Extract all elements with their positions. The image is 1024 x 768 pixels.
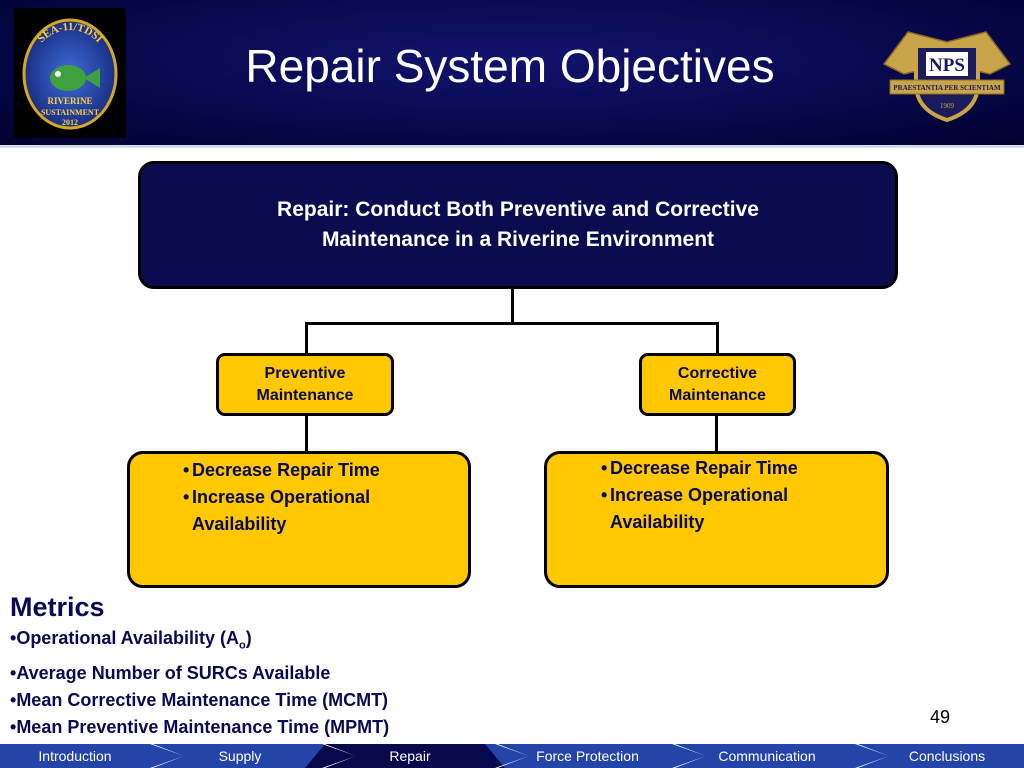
metrics-title: Metrics	[10, 592, 105, 622]
metrics-list: Operational Availability (Ao) Average Nu…	[10, 625, 389, 741]
connector-right-vertical	[716, 322, 719, 353]
nav-supply[interactable]: Supply	[218, 748, 262, 764]
metric-ao-text: Operational Availability (A	[16, 628, 240, 648]
sea-11-logo: SEA-11/TDSI RIVERINE SUSTAINMENT 2012	[14, 8, 126, 138]
logo-text-riverine: RIVERINE	[47, 96, 92, 106]
section-nav-bar: Introduction Supply Repair Force Protect…	[0, 744, 1024, 768]
nps-logo: NPS PRAESTANTIA PER SCIENTIAM 1909	[880, 24, 1014, 126]
preventive-maintenance-box: Preventive Maintenance	[216, 353, 394, 416]
goal-item: Increase Operational Availability	[601, 482, 849, 536]
nav-introduction[interactable]: Introduction	[38, 748, 112, 764]
preventive-label-line-2: Maintenance	[256, 386, 354, 404]
corrective-goals-list: Decrease Repair Time Increase Operationa…	[601, 455, 849, 536]
goal-item: Decrease Repair Time	[601, 455, 849, 482]
nav-active-highlight	[305, 744, 505, 768]
metric-item: Operational Availability (Ao)	[10, 625, 389, 660]
preventive-goals-list: Decrease Repair Time Increase Operationa…	[183, 457, 431, 538]
metrics-section: Metrics Operational Availability (Ao) Av…	[10, 589, 389, 741]
metric-ao-close: )	[245, 628, 252, 648]
page-title: Repair System Objectives	[245, 40, 775, 92]
corrective-maintenance-box: Corrective Maintenance	[639, 353, 796, 416]
repair-objective-line-2: Maintenance in a Riverine Environment	[321, 228, 715, 251]
nav-repair[interactable]: Repair	[389, 748, 431, 764]
nav-force-protection[interactable]: Force Protection	[536, 748, 639, 764]
corrective-label-line-2: Maintenance	[669, 386, 766, 404]
repair-objective-line-1: Repair: Conduct Both Preventive and Corr…	[277, 198, 759, 221]
preventive-label-line-1: Preventive	[264, 364, 346, 382]
goal-item: Decrease Repair Time	[183, 457, 431, 484]
metric-item: Mean Preventive Maintenance Time (MPMT)	[10, 714, 389, 741]
logo-text-sustainment: SUSTAINMENT	[41, 108, 100, 117]
metric-item: Mean Corrective Maintenance Time (MCMT)	[10, 687, 389, 714]
corrective-goals-box: Decrease Repair Time Increase Operationa…	[544, 451, 889, 588]
nps-logo-text: NPS	[929, 55, 965, 76]
nps-motto: PRAESTANTIA PER SCIENTIAM	[893, 84, 1001, 92]
preventive-goals-box: Decrease Repair Time Increase Operationa…	[127, 451, 471, 588]
goal-item: Increase Operational Availability	[183, 484, 431, 538]
nav-conclusions[interactable]: Conclusions	[908, 748, 986, 764]
nav-communication[interactable]: Communication	[718, 748, 816, 764]
connector-left-vertical	[305, 322, 308, 353]
slide-header: SEA-11/TDSI RIVERINE SUSTAINMENT 2012 Re…	[0, 0, 1024, 148]
repair-objective-box: Repair: Conduct Both Preventive and Corr…	[138, 161, 898, 289]
corrective-label-line-1: Corrective	[677, 364, 758, 382]
metric-ao-subscript: o	[239, 639, 246, 652]
connector-corrective-down	[715, 416, 718, 452]
connector-horizontal	[305, 322, 719, 325]
page-number: 49	[930, 707, 951, 727]
connector-preventive-down	[305, 416, 308, 452]
connector-top-vertical	[511, 289, 514, 325]
nps-year: 1909	[940, 102, 955, 110]
logo-text-year: 2012	[62, 118, 78, 127]
metric-item: Average Number of SURCs Available	[10, 660, 389, 687]
